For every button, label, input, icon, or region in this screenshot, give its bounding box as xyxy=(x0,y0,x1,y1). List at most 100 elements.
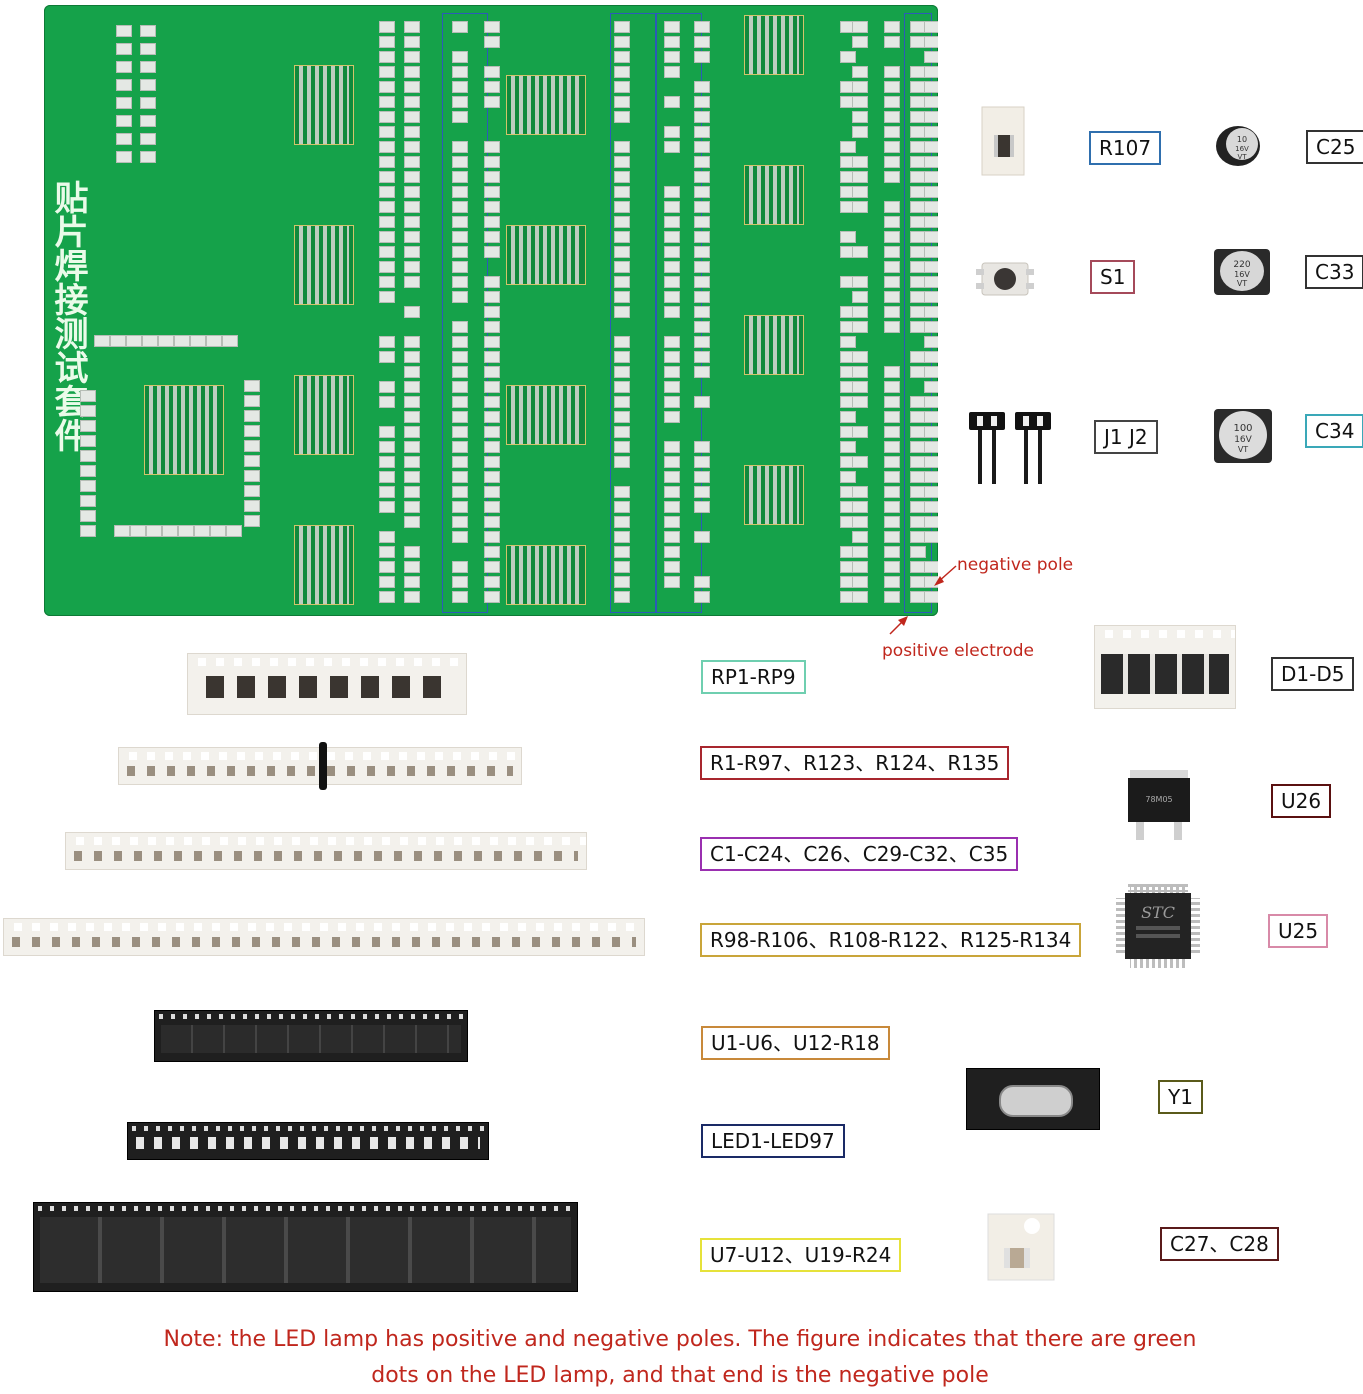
pcb-pad xyxy=(694,36,710,48)
pcb-pad xyxy=(664,546,680,558)
pcb-pad xyxy=(404,201,420,213)
pcb-pad xyxy=(664,246,680,258)
pcb-pad xyxy=(924,231,938,243)
pcb-pad xyxy=(404,561,420,573)
pcb-pad xyxy=(884,426,900,438)
pcb-pad xyxy=(404,246,420,258)
pcb-pad xyxy=(614,246,630,258)
pcb-pad xyxy=(924,351,938,363)
pcb-pad xyxy=(852,546,868,558)
pcb-pad xyxy=(452,216,468,228)
pcb-pad xyxy=(852,396,868,408)
pcb-ic-footprint xyxy=(744,165,804,225)
pcb-pad xyxy=(852,531,868,543)
pcb-pad xyxy=(694,306,710,318)
pcb-pad xyxy=(852,171,868,183)
pcb-pad xyxy=(379,441,395,453)
pcb-pad xyxy=(664,531,680,543)
pcb-pad xyxy=(80,465,96,477)
pcb-pad xyxy=(484,291,500,303)
pcb-pad xyxy=(664,381,680,393)
pcb-pad xyxy=(924,36,938,48)
pcb-pad xyxy=(694,321,710,333)
pcb-pad xyxy=(452,171,468,183)
pcb-pad xyxy=(116,133,132,145)
pcb-pad xyxy=(244,440,260,452)
pcb-pad xyxy=(614,576,630,588)
pcb-pad xyxy=(924,456,938,468)
pcb-pad xyxy=(924,141,938,153)
pcb-pad xyxy=(244,485,260,497)
pcb-pad xyxy=(140,97,156,109)
pcb-pad xyxy=(379,231,395,243)
pcb-pad xyxy=(80,495,96,507)
s1-label: S1 xyxy=(1090,260,1135,294)
pcb-ic-footprint xyxy=(744,315,804,375)
pcb-pad xyxy=(884,441,900,453)
pcb-pad xyxy=(404,456,420,468)
pcb-pad xyxy=(694,441,710,453)
pcb-pad xyxy=(452,246,468,258)
pcb-pad xyxy=(694,576,710,588)
pcb-pad xyxy=(664,561,680,573)
pcb-pad xyxy=(484,396,500,408)
pcb-pad xyxy=(178,525,194,537)
pcb-pad xyxy=(140,151,156,163)
pcb-pad xyxy=(664,21,680,33)
pcb-pad xyxy=(664,276,680,288)
pcb-pad xyxy=(614,156,630,168)
pcb-pad xyxy=(484,336,500,348)
pcb-pad xyxy=(614,441,630,453)
pcb-pad xyxy=(404,381,420,393)
c1-c24-label: C1-C24、C26、C29-C32、C35 xyxy=(700,837,1018,871)
pcb-pad xyxy=(194,525,210,537)
pcb-pad xyxy=(404,36,420,48)
led-tape xyxy=(127,1122,489,1160)
led-label: LED1-LED97 xyxy=(701,1124,845,1158)
pcb-pad xyxy=(452,96,468,108)
pcb-pad xyxy=(484,576,500,588)
pcb-pad xyxy=(852,66,868,78)
pcb-pad xyxy=(484,441,500,453)
pcb-pad xyxy=(664,486,680,498)
pcb-pad xyxy=(484,231,500,243)
pcb-pad xyxy=(379,246,395,258)
pcb-pad xyxy=(884,96,900,108)
pcb-pad xyxy=(404,591,420,603)
svg-text:VT: VT xyxy=(1237,153,1247,161)
pcb-pad xyxy=(852,366,868,378)
pcb-pad xyxy=(452,366,468,378)
pcb-pad xyxy=(852,201,868,213)
pcb-pad xyxy=(614,216,630,228)
pcb-pad xyxy=(884,171,900,183)
pcb-pad xyxy=(924,201,938,213)
pcb-pad xyxy=(404,216,420,228)
pcb-pad xyxy=(162,525,178,537)
svg-text:VT: VT xyxy=(1237,279,1247,288)
pcb-pad xyxy=(452,51,468,63)
pcb-pad xyxy=(614,501,630,513)
pcb-pad xyxy=(884,36,900,48)
pcb-pad xyxy=(924,96,938,108)
pcb-pad xyxy=(379,351,395,363)
pcb-pad xyxy=(614,276,630,288)
pcb-pad xyxy=(664,366,680,378)
svg-text:100: 100 xyxy=(1233,423,1252,434)
r98-r134-resistor-tape xyxy=(3,918,645,956)
pcb-pad xyxy=(852,486,868,498)
pcb-pad xyxy=(694,261,710,273)
r98-label: R98-R106、R108-R122、R125-R134 xyxy=(700,923,1081,957)
pcb-pad xyxy=(379,201,395,213)
pcb-pad xyxy=(452,276,468,288)
pcb-pad xyxy=(379,561,395,573)
pcb-pad xyxy=(852,591,868,603)
r1-r97-label: R1-R97、R123、R124、R135 xyxy=(700,746,1009,780)
pcb-board: 贴片焊接测试套件 xyxy=(44,5,938,616)
pcb-pad xyxy=(884,21,900,33)
pcb-pad xyxy=(664,501,680,513)
u1-u6-label: U1-U6、U12-R18 xyxy=(701,1026,890,1060)
pcb-pad xyxy=(884,276,900,288)
pcb-pad xyxy=(924,21,938,33)
pcb-pad xyxy=(484,471,500,483)
pcb-pad xyxy=(884,246,900,258)
